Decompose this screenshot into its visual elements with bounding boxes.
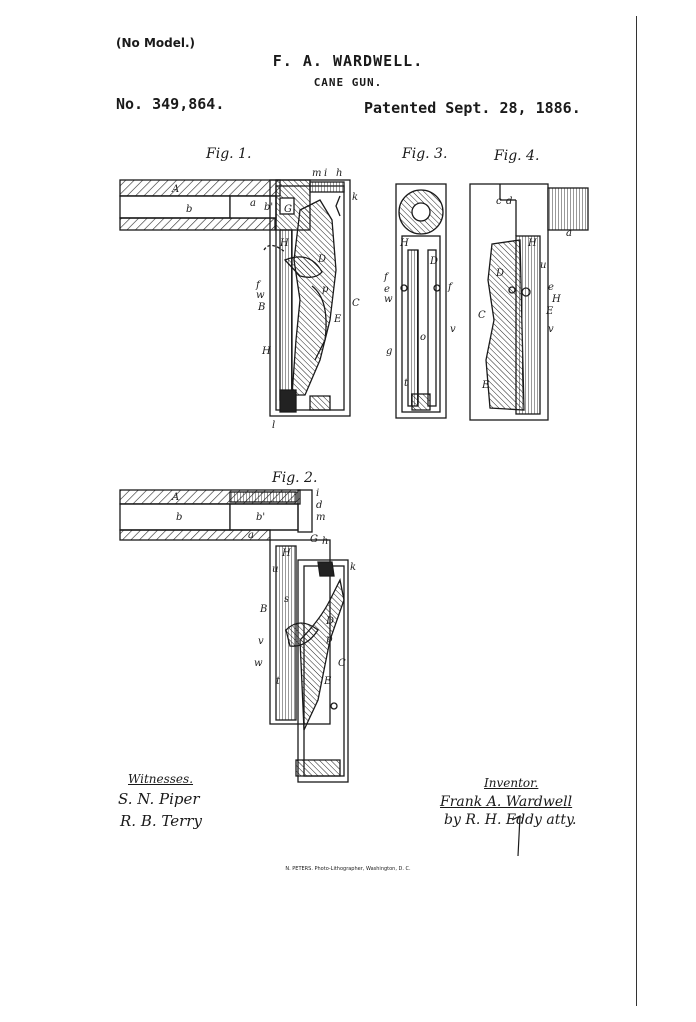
fig1-label: Fig. 1. [206,146,252,162]
fig3-ref-o: o [420,332,426,343]
fig4-ref-H2: H [551,294,561,305]
fig2-reference-letters: A b b' a i d m G H h k u B s D v p w C E… [171,488,356,687]
fig1-reference-letters: A b a b' G k H B C E D p f w H l m i h [171,168,360,431]
fig2-ref-a: a [248,530,254,541]
fig1-ref-l: l [272,420,275,431]
fig2-ref-B: B [259,604,267,615]
fig2-ref-b-prime: b' [256,512,265,523]
fig2-ref-m: m [316,512,325,523]
fig2-ref-C: C [338,658,346,669]
fig2-ref-u: u [272,564,278,575]
fig4-ref-C: C [478,310,486,321]
fig2-ref-E: E [323,676,332,687]
signature-strokes [511,815,521,857]
invention-title: CANE GUN. [313,76,383,89]
inventor-title: F. A. WARDWELL. [272,52,424,70]
patent-number: No. 349,864. [116,95,225,113]
page-margin-line [636,16,637,1006]
fig4-reference-letters: c d a H D u e H E C v E [478,196,572,391]
fig2-ref-h: h [322,536,328,547]
fig1-ref-f: f [255,280,262,291]
fig2-ref-i: i [316,488,319,499]
fig1-ref-B: B [257,302,265,313]
fig3-label: Fig. 3. [402,146,448,162]
inventor-heading: Inventor. [484,776,539,790]
fig3-ref-f: f [383,272,390,283]
fig4-ref-H: H [527,238,537,249]
fig2-ref-k: k [350,562,356,573]
fig1-ref-D: D [317,254,326,265]
fig1-ref-w: w [256,290,265,301]
fig4-ref-v: v [548,324,554,335]
lithographer-imprint: N. PETERS. Photo-Lithographer, Washingto… [285,866,411,872]
fig4-ref-D: D [495,268,504,279]
witness-1-signature: S. N. Piper [118,790,200,808]
fig2-ref-D: D [325,616,334,627]
fig4-label: Fig. 4. [494,148,540,164]
fig1-ref-H2: H [261,346,271,357]
fig2-ref-b: b [176,512,182,523]
fig4-ref-c: c [496,196,502,207]
fig2-ref-A: A [171,492,179,503]
model-note: (No Model.) [116,36,196,50]
fig1-ref-a: a [250,198,256,209]
fig2-label: Fig. 2. [272,470,318,486]
fig4-ref-d: d [506,196,512,207]
fig4-ref-E: E [545,306,554,317]
witness-2-signature: R. B. Terry [120,812,202,830]
fig1-ref-h: h [336,168,342,179]
fig4-ref-u: u [540,260,546,271]
fig1-ref-b-prime: b' [264,202,273,213]
fig1-ref-H: H [279,238,289,249]
fig1-ref-m: m [312,168,321,179]
fig3-ref-f2: f [447,282,454,293]
fig4-ref-a: a [566,228,572,239]
fig1-ref-E: E [333,314,342,325]
fig1-ref-A: A [171,184,179,195]
fig2-ref-t: t [276,676,281,687]
fig3-ref-H: H [399,238,409,249]
fig3-ref-w: w [384,294,393,305]
fig1-ref-G: G [284,204,292,215]
fig3-ref-e: e [384,284,390,295]
fig2-ref-s: s [284,594,289,605]
fig4-drawing [469,183,589,421]
fig1-ref-p: p [322,284,329,295]
fig2-ref-H: H [281,548,291,559]
fig2-ref-w: w [254,658,263,669]
fig2-ref-p: p [326,634,333,645]
fig2-drawing [119,489,349,783]
fig2-ref-v: v [258,636,264,647]
fig2-ref-d: d [316,500,322,511]
fig4-ref-E2: E [481,380,490,391]
inventor-signature: Frank A. Wardwell [440,794,573,810]
fig1-ref-b: b [186,204,192,215]
patent-date: Patented Sept. 28, 1886. [364,99,581,117]
witnesses-heading: Witnesses. [128,772,194,786]
fig3-ref-D: D [429,256,438,267]
fig4-ref-e: e [548,282,554,293]
fig3-reference-letters: H D f e w f v g t o [383,238,456,389]
fig3-ref-t: t [404,378,409,389]
fig1-ref-i: i [324,168,327,179]
fig1-ref-k: k [352,192,358,203]
fig2-ref-G: G [310,534,318,545]
fig1-ref-C: C [352,298,360,309]
fig1-drawing [119,179,351,417]
fig3-drawing [395,183,447,419]
fig3-ref-g: g [386,346,392,357]
attorney-signature: by R. H. Eddy atty. [444,812,577,828]
fig3-ref-v: v [450,324,456,335]
